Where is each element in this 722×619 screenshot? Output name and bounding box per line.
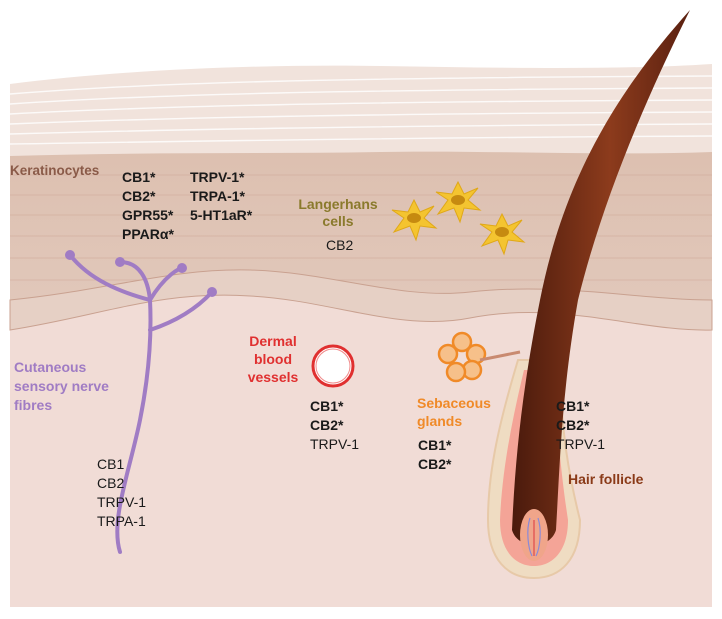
vessels-label-line2: blood <box>253 351 293 367</box>
nerve-label: Cutaneous sensory nerve fibres <box>14 358 109 415</box>
nerve-receptor-cb2: CB2 <box>97 475 125 491</box>
sensory-nerve-fibre <box>68 253 214 554</box>
sebaceous-gland <box>437 331 521 383</box>
nerve-label-line3: fibres <box>14 397 53 413</box>
sebaceous-label: Sebaceous glands <box>417 394 491 430</box>
keratinocytes-receptors-col2: TRPV-1* TRPA-1* 5-HT1aR* <box>190 168 252 225</box>
follicle-receptor-cb2: CB2* <box>556 417 590 433</box>
langerhans-cell-2 <box>435 180 482 224</box>
hair-follicle-label: Hair follicle <box>568 471 644 487</box>
vessels-receptors: CB1* CB2* TRPV-1 <box>310 397 359 454</box>
blood-vessel <box>311 344 355 388</box>
langerhans-label-line1: Langerhans <box>298 196 378 212</box>
hair-bulb <box>520 509 548 561</box>
vessels-label: Dermal blood vessels <box>238 332 308 386</box>
nerve-label-line1: Cutaneous <box>14 359 87 375</box>
keratinocytes-label: Keratinocytes <box>10 163 100 178</box>
receptor-gpr55: GPR55* <box>122 207 174 223</box>
langerhans-receptor: CB2 <box>326 237 354 253</box>
receptor-trpv1: TRPV-1* <box>190 169 245 185</box>
langerhans-label-line2: cells <box>322 213 354 229</box>
follicle-receptor-trpv1: TRPV-1 <box>556 436 606 452</box>
sebaceous-receptor-cb1: CB1* <box>418 437 452 453</box>
sebaceous-label-line2: glands <box>417 413 463 429</box>
nerve-receptor-cb1: CB1 <box>97 456 125 472</box>
receptor-ppara: PPARα* <box>122 226 174 242</box>
vessels-receptor-cb2: CB2* <box>310 417 344 433</box>
nerve-endings <box>65 250 217 297</box>
hair-shaft <box>512 10 690 545</box>
vessels-label-line1: Dermal <box>249 333 297 349</box>
vessels-receptor-cb1: CB1* <box>310 398 344 414</box>
stratum-corneum <box>10 64 712 156</box>
sebaceous-receptors: CB1* CB2* <box>418 436 451 474</box>
langerhans-cell-1 <box>391 198 438 242</box>
langerhans-cell-3 <box>479 212 526 256</box>
vessels-label-line3: vessels <box>247 369 299 385</box>
receptor-cb1: CB1* <box>122 169 156 185</box>
nerve-receptor-trpa1: TRPA-1 <box>97 513 146 529</box>
nerve-receptors: CB1 CB2 TRPV-1 TRPA-1 <box>97 455 146 531</box>
receptor-cb2: CB2* <box>122 188 156 204</box>
keratinocytes-receptors-col1: CB1* CB2* GPR55* PPARα* <box>122 168 174 244</box>
langerhans-label: Langerhans cells <box>290 196 386 230</box>
dermis <box>10 290 712 607</box>
follicle-receptor-cb1: CB1* <box>556 398 590 414</box>
sebaceous-label-line1: Sebaceous <box>417 395 491 411</box>
basal-cells <box>9 269 713 331</box>
sebaceous-receptor-cb2: CB2* <box>418 456 452 472</box>
follicle-receptors: CB1* CB2* TRPV-1 <box>556 397 605 454</box>
corneum-lines <box>9 75 713 145</box>
nerve-label-line2: sensory nerve <box>14 378 109 394</box>
vessels-receptor-trpv1: TRPV-1 <box>310 436 360 452</box>
nerve-receptor-trpv1: TRPV-1 <box>97 494 147 510</box>
receptor-trpa1: TRPA-1* <box>190 188 245 204</box>
receptor-5ht1ar: 5-HT1aR* <box>190 207 253 223</box>
